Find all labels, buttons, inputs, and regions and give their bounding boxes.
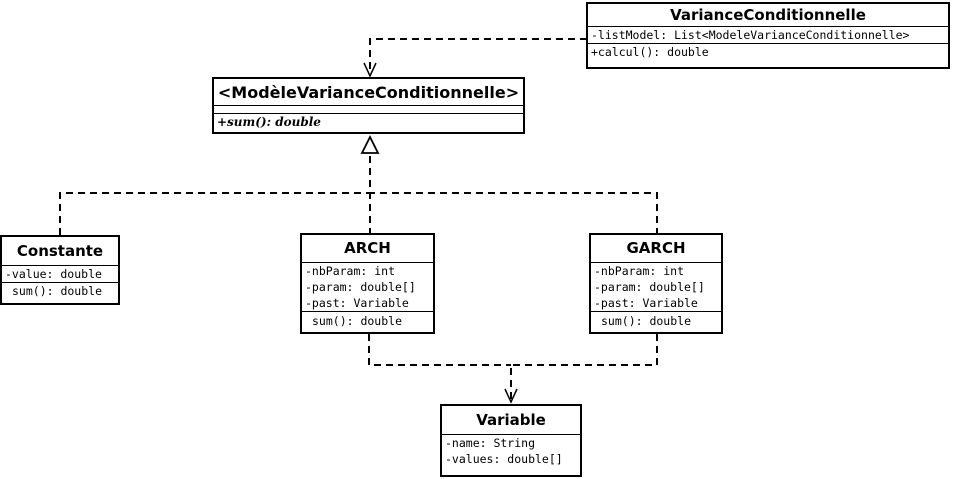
class-garch[interactable]: GARCH -nbParam: int -param: double[] -pa…: [589, 233, 723, 334]
attributes-section: -listModel: List<ModeleVarianceCondition…: [588, 26, 948, 43]
dependency-line-arch-to-variable: [368, 334, 511, 366]
operations-section: sum(): double: [591, 311, 721, 330]
interface-name: <ModèleVarianceConditionnelle>: [217, 83, 520, 102]
attribute: -past: Variable: [305, 296, 409, 310]
class-variance-conditionnelle[interactable]: VarianceConditionnelle -listModel: List<…: [586, 2, 950, 69]
operation: sum(): double: [601, 314, 692, 328]
operations-section: sum(): double: [302, 311, 433, 330]
attribute: -nbParam: int: [594, 264, 685, 278]
dependency-arrowhead-variable: [504, 388, 518, 404]
attribute: -value: double: [5, 267, 102, 281]
attribute: -name: String: [445, 436, 536, 450]
attributes-section: [214, 105, 523, 113]
dependency-arrowhead-model: [363, 62, 377, 78]
operations-section: +sum(): double: [214, 113, 523, 130]
attribute: -past: Variable: [594, 296, 698, 310]
operation: +calcul(): double: [591, 45, 709, 59]
attributes-section: -nbParam: int -param: double[] -past: Va…: [591, 262, 721, 311]
class-name: ARCH: [344, 239, 391, 257]
abstract-operation: +sum(): double: [217, 115, 321, 129]
operation: sum(): double: [12, 284, 103, 298]
operations-section: +calcul(): double: [588, 43, 948, 60]
realization-line-constante: [59, 192, 370, 235]
class-name: Variable: [476, 411, 546, 429]
dependency-line-variance-to-model: [369, 38, 587, 74]
class-variable[interactable]: Variable -name: String -values: double[]: [440, 404, 582, 477]
attribute: -values: double[]: [445, 452, 563, 466]
attribute: -param: double[]: [594, 280, 705, 294]
realization-triangle: [360, 134, 380, 154]
class-constante[interactable]: Constante -value: double sum(): double: [0, 235, 120, 305]
attributes-section: -nbParam: int -param: double[] -past: Va…: [302, 262, 433, 311]
class-name: Constante: [16, 242, 104, 260]
realization-line-garch: [370, 192, 658, 235]
attribute: -nbParam: int: [305, 264, 396, 278]
class-name: VarianceConditionnelle: [670, 6, 866, 24]
dependency-line-garch-to-variable: [510, 334, 658, 400]
attribute: -listModel: List<ModeleVarianceCondition…: [591, 28, 910, 42]
operations-section: sum(): double: [2, 282, 118, 299]
interface-modele-variance-conditionnelle[interactable]: <ModèleVarianceConditionnelle> +sum(): d…: [212, 77, 525, 134]
class-name: GARCH: [626, 239, 686, 257]
attributes-section: -value: double: [2, 265, 118, 282]
attributes-section: -name: String -values: double[]: [442, 434, 580, 467]
attribute: -param: double[]: [305, 280, 416, 294]
operation: sum(): double: [312, 314, 403, 328]
class-arch[interactable]: ARCH -nbParam: int -param: double[] -pas…: [300, 233, 435, 334]
